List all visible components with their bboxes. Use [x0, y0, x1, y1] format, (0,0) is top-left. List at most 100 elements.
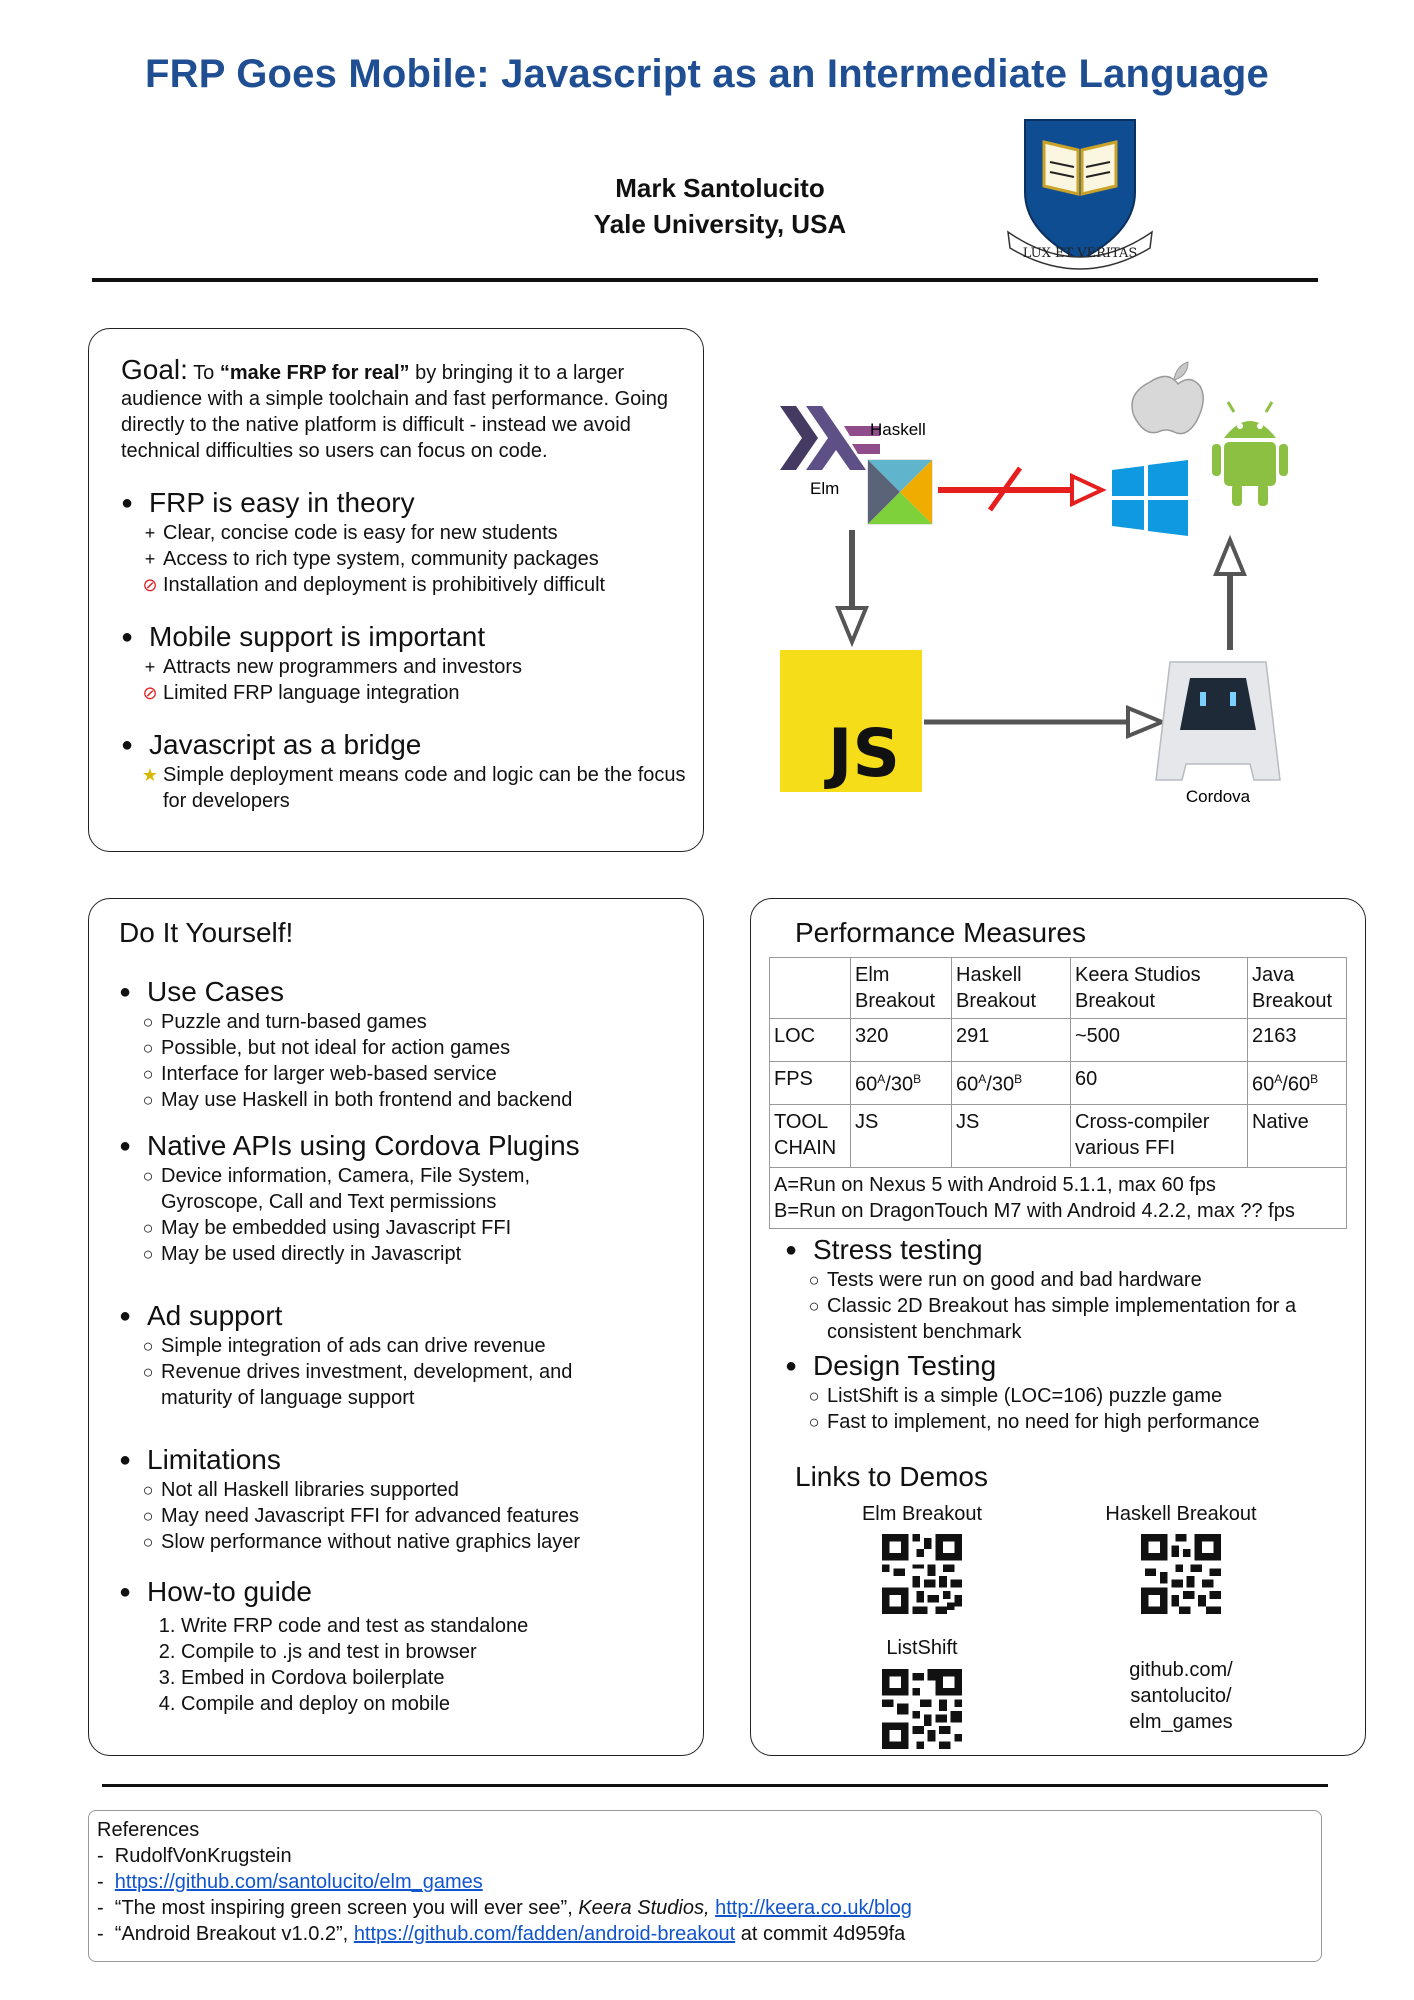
circle-bullet-icon: ○: [142, 1038, 154, 1058]
reference-item: - https://github.com/santolucito/elm_gam…: [97, 1871, 483, 1893]
table-cell: 320: [850, 1018, 952, 1062]
haskell-label: Haskell: [870, 420, 926, 439]
table-cell: LOC: [769, 1018, 851, 1062]
testing-sections: Stress testing ○Tests were run on good a…: [785, 1233, 1355, 1435]
footnote-b: B=Run on DragonTouch M7 with Android 4.2…: [774, 1200, 1295, 1222]
yale-shield-logo: LUX ET VERITAS: [1007, 119, 1153, 270]
page-title: FRP Goes Mobile: Javascript as an Interm…: [145, 52, 1269, 96]
reference-text: “Android Breakout v1.0.2”,: [114, 1923, 349, 1945]
section-heading: Use Cases: [119, 975, 695, 1009]
cordova-label: Cordova: [1186, 787, 1251, 806]
prohibited-icon: ⊘: [142, 683, 158, 703]
goal-bold: “make FRP for real”: [219, 362, 410, 384]
goal-rest: by bringing it to a larger audience with…: [121, 362, 668, 462]
red-blocked-arrow-icon: [938, 466, 1107, 512]
howto-step: Write FRP code and test as standalone: [181, 1613, 695, 1639]
list-item-text: ListShift is a simple (LOC=106) puzzle g…: [827, 1385, 1223, 1407]
section-js-bridge: Javascript as a bridge ★Simple deploymen…: [121, 728, 691, 814]
list-item-text: Possible, but not ideal for action games: [161, 1037, 511, 1059]
star-icon: ★: [141, 765, 159, 785]
cordova-logo-icon: [1155, 661, 1281, 781]
references-box: References - RudolfVonKrugstein - https:…: [88, 1810, 1322, 1962]
section-heading: Mobile support is important: [121, 620, 691, 654]
table-cell: 291: [951, 1018, 1071, 1062]
goal-lead: Goal:: [121, 354, 188, 385]
section-stress-testing: Stress testing ○Tests were run on good a…: [785, 1233, 1355, 1345]
table-cell: Haskell Breakout: [951, 957, 1071, 1019]
section-howto: How-to guide Write FRP code and test as …: [119, 1575, 695, 1717]
table-cell: [769, 957, 851, 1019]
elm-logo-icon: [867, 459, 933, 525]
table-cell: JS: [850, 1104, 952, 1168]
qr-code-listshift[interactable]: [882, 1669, 962, 1749]
right-arrow-icon: [924, 705, 1168, 739]
reference-link[interactable]: http://keera.co.uk/blog: [715, 1897, 912, 1919]
table-cell: ~500: [1070, 1018, 1248, 1062]
reference-link[interactable]: https://github.com/fadden/android-breako…: [353, 1923, 736, 1945]
table-cell: TOOL CHAIN: [769, 1104, 851, 1168]
section-mobile-support: Mobile support is important +Attracts ne…: [121, 620, 691, 706]
list-item: +Attracts new programmers and investors: [141, 654, 691, 680]
list-item: ○ Puzzle and turn-based games: [139, 1009, 695, 1035]
diy-content: Do It Yourself! Use Cases ○Puzzle and tu…: [119, 917, 695, 1717]
section-native-apis: Native APIs using Cordova Plugins ○Devic…: [119, 1129, 695, 1267]
references-title: References: [97, 1819, 200, 1841]
list-item-text: May need Javascript FFI for advanced fea…: [161, 1505, 579, 1527]
performance-title: Performance Measures: [795, 917, 1087, 948]
fps-value: /30: [986, 1073, 1015, 1096]
fps-value: 60: [1252, 1073, 1275, 1096]
goal-box: Goal: To “make FRP for real” by bringing…: [88, 328, 704, 852]
circle-bullet-icon: ○: [142, 1506, 154, 1526]
elm-label: Elm: [810, 479, 839, 498]
fps-value: /30: [885, 1073, 914, 1096]
section-heading: Ad support: [119, 1299, 695, 1333]
logo-motto: LUX ET VERITAS: [1023, 246, 1138, 261]
circle-bullet-icon: ○: [808, 1296, 820, 1316]
header-divider: [92, 278, 1318, 282]
author-affiliation: Yale University, USA: [593, 209, 847, 239]
footnote-mark: B: [1014, 1072, 1023, 1086]
list-item: ⊘Installation and deployment is prohibit…: [141, 572, 691, 598]
list-item: ○May be used directly in Javascript: [139, 1241, 579, 1267]
fps-value: 60: [855, 1073, 878, 1096]
section-heading: Javascript as a bridge: [121, 728, 691, 762]
circle-bullet-icon: ○: [142, 1012, 154, 1032]
reference-link[interactable]: https://github.com/santolucito/elm_games: [114, 1871, 483, 1893]
footer-divider: [102, 1784, 1328, 1787]
prohibited-icon: ⊘: [142, 575, 158, 595]
table-cell: Cross-compiler various FFI: [1070, 1104, 1248, 1168]
table-cell: Elm Breakout: [850, 957, 952, 1019]
list-item-text: Installation and deployment is prohibiti…: [163, 574, 606, 596]
table-row: LOC 320 291 ~500 2163: [769, 1018, 1347, 1062]
list-item: ○May be embedded using Javascript FFI: [139, 1215, 579, 1241]
table-cell: Native: [1247, 1104, 1347, 1168]
reference-item: - RudolfVonKrugstein: [97, 1845, 292, 1867]
goal-pre: To: [193, 362, 215, 384]
section-use-cases: Use Cases ○ Puzzle and turn-based games ○…: [119, 975, 695, 1113]
list-item-text: May use Haskell in both frontend and bac…: [161, 1089, 573, 1111]
table-cell: 2163: [1247, 1018, 1347, 1062]
reference-italic: Keera Studios,: [578, 1897, 710, 1919]
section-heading: Design Testing: [785, 1349, 1355, 1383]
diy-box: Do It Yourself! Use Cases ○Puzzle and tu…: [88, 898, 704, 1756]
circle-bullet-icon: ○: [808, 1270, 820, 1290]
qr-code-haskell-breakout[interactable]: [1141, 1534, 1221, 1614]
table-cell: Keera Studios Breakout: [1070, 957, 1248, 1019]
down-arrow-icon: [835, 530, 869, 648]
howto-step: Embed in Cordova boilerplate: [181, 1665, 695, 1691]
list-item: ★Simple deployment means code and logic …: [141, 762, 691, 814]
list-item: ⊘Limited FRP language integration: [141, 680, 691, 706]
qr-code-elm-breakout[interactable]: [882, 1534, 962, 1614]
howto-step: Compile and deploy on mobile: [181, 1691, 695, 1717]
footnote-mark: B: [913, 1072, 922, 1086]
author-block: Mark Santolucito Yale University, USA: [520, 170, 920, 242]
reference-item: - “The most inspiring green screen you w…: [97, 1897, 912, 1919]
reference-text: “The most inspiring green screen you wil…: [114, 1897, 573, 1919]
apple-logo-icon: [1131, 361, 1204, 435]
list-item-text: Puzzle and turn-based games: [161, 1011, 427, 1033]
list-item-text: Attracts new programmers and investors: [163, 656, 523, 678]
list-item: ○Interface for larger web-based service: [139, 1061, 695, 1087]
circle-bullet-icon: ○: [142, 1532, 154, 1552]
performance-box: Performance Measures Elm Breakout Haskel…: [750, 898, 1366, 1756]
list-item-text: Clear, concise code is easy for new stud…: [163, 522, 558, 544]
